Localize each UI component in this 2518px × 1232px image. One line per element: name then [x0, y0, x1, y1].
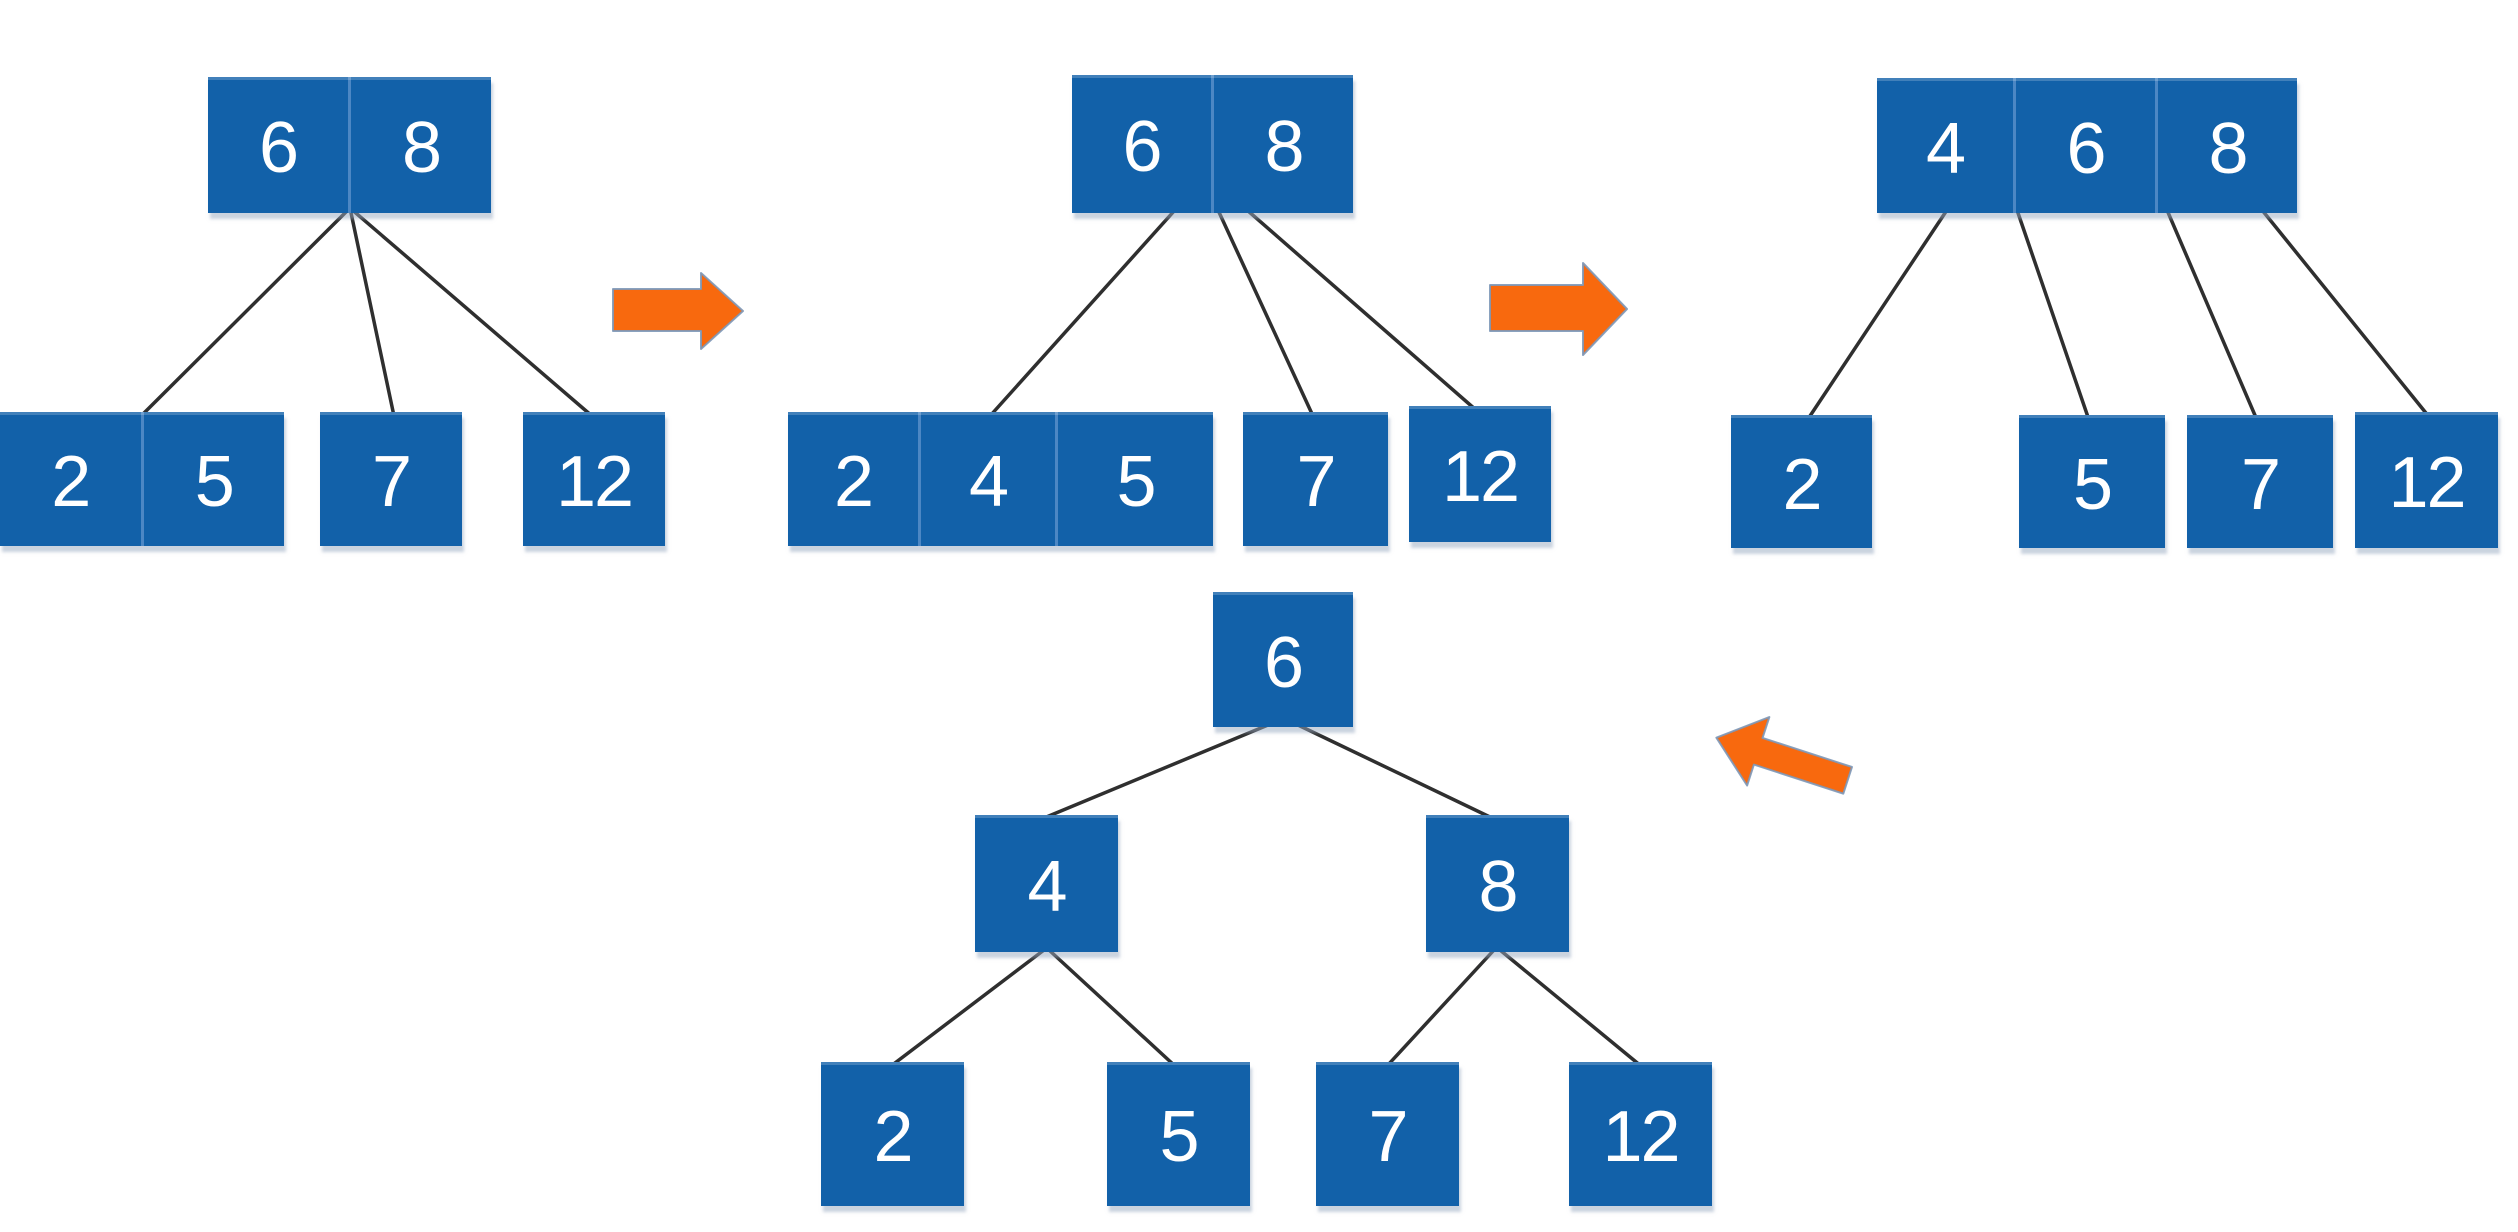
edge — [348, 206, 594, 418]
node-key-cell: 5 — [140, 412, 285, 546]
node-key-cell: 8 — [2155, 78, 2297, 213]
node-key-cell: 12 — [2388, 443, 2466, 523]
step2-leaf-node: 12 — [1409, 406, 1551, 542]
edge — [1047, 948, 1177, 1068]
step3-leaf-node: 5 — [2019, 415, 2165, 548]
edge — [1245, 208, 1478, 412]
step1-root-node: 6 8 — [208, 77, 491, 213]
node-key-cell: 12 — [1441, 437, 1520, 517]
node-key-cell: 7 — [1296, 442, 1336, 522]
step1-leaf-node: 2 5 — [0, 412, 284, 546]
step1-leaf-node: 12 — [523, 412, 665, 546]
step3-leaf-node: 2 — [1731, 415, 1872, 548]
right-arrow-icon — [1489, 262, 1628, 356]
step4-leaf-node: 7 — [1316, 1062, 1459, 1206]
node-key-cell: 7 — [1368, 1097, 1408, 1177]
node-key-cell: 6 — [2013, 78, 2155, 213]
edge — [2260, 208, 2432, 420]
step1-leaf-node: 7 — [320, 412, 462, 546]
edge — [139, 206, 352, 418]
node-key-cell: 4 — [1027, 846, 1067, 927]
edge — [1498, 948, 1643, 1068]
step3-leaf-node: 12 — [2355, 412, 2498, 548]
step3-leaf-node: 7 — [2187, 415, 2333, 548]
node-key-cell: 8 — [1211, 75, 1353, 213]
step4-internal-node: 4 — [975, 815, 1118, 952]
node-key-cell: 4 — [1925, 108, 1966, 189]
node-key-cell: 5 — [2072, 444, 2113, 525]
node-key-cell: 6 — [258, 108, 299, 188]
node-key-cell: 4 — [918, 412, 1055, 546]
step4-root-node: 6 — [1213, 592, 1353, 727]
edge — [1296, 723, 1494, 820]
node-key-cell: 12 — [555, 442, 634, 522]
node-key-cell: 8 — [348, 77, 491, 213]
step2-leaf-node: 2 4 5 — [788, 412, 1213, 546]
edge — [1804, 208, 1949, 424]
edge — [1042, 723, 1270, 820]
node-key-cell: 2 — [833, 442, 874, 522]
node-key-cell: 6 — [1263, 622, 1304, 703]
step4-leaf-node: 12 — [1569, 1062, 1712, 1206]
edge — [889, 948, 1046, 1068]
node-key-cell: 5 — [1055, 412, 1213, 546]
step4-leaf-node: 2 — [821, 1062, 964, 1206]
edge — [2015, 208, 2091, 422]
step3-root-node: 4 6 8 — [1877, 78, 2297, 213]
node-key-cell: 8 — [1478, 846, 1518, 927]
node-key-cell: 2 — [873, 1097, 913, 1177]
edge — [988, 208, 1177, 418]
step4-internal-node: 8 — [1426, 815, 1569, 952]
node-key-cell: 12 — [1602, 1097, 1680, 1177]
node-key-cell: 7 — [371, 442, 412, 522]
edge — [348, 206, 396, 418]
node-key-cell: 6 — [1122, 107, 1162, 187]
node-key-cell: 5 — [1159, 1097, 1199, 1177]
node-key-cell: 2 — [51, 442, 91, 522]
edge — [1216, 208, 1315, 418]
step4-leaf-node: 5 — [1107, 1062, 1250, 1206]
step2-root-node: 6 8 — [1072, 75, 1353, 213]
edge — [1385, 948, 1496, 1068]
node-key-cell: 2 — [1782, 444, 1822, 525]
right-arrow-icon — [612, 272, 744, 350]
step2-leaf-node: 7 — [1243, 412, 1388, 546]
node-key-cell: 7 — [2240, 444, 2281, 525]
edge — [2165, 208, 2259, 422]
down-left-arrow-icon — [1705, 703, 1858, 814]
